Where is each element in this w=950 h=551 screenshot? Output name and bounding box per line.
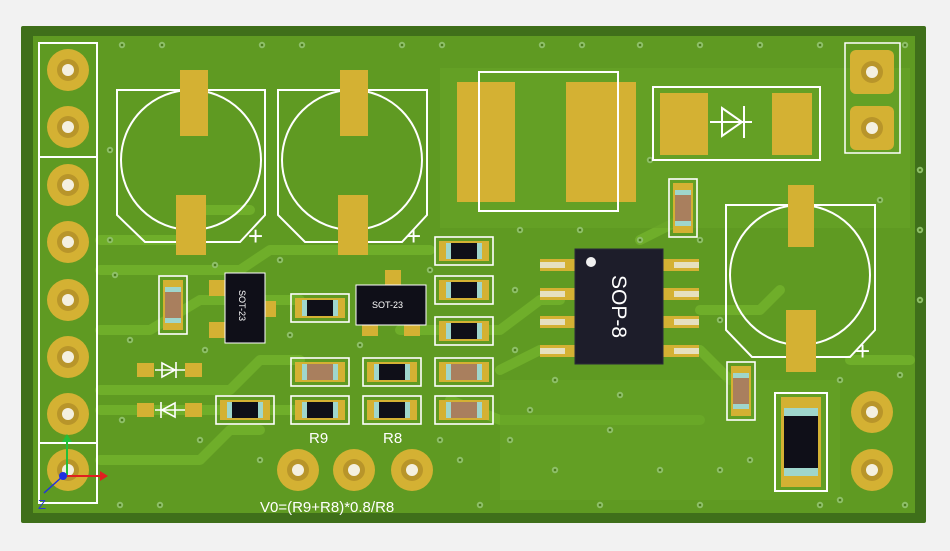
cap-c2: [277, 70, 428, 255]
diode-d1: [652, 86, 821, 161]
header-pin-2: [47, 106, 89, 148]
res-smd-2: [434, 395, 494, 425]
cap-c2-plus: +: [406, 221, 421, 251]
cap-c1: [116, 70, 266, 255]
output-pin-3: [391, 449, 433, 491]
cap-smd-6: [215, 395, 275, 425]
header-pin-5: [47, 279, 89, 321]
output-pin-2: [333, 449, 375, 491]
vias: [106, 41, 924, 509]
header-pin-7: [47, 393, 89, 435]
cap-smd-4: [434, 316, 494, 346]
bottom-right-pin-2: [851, 449, 893, 491]
diode-d3: [137, 401, 202, 419]
top-right-pin-2: [850, 106, 894, 150]
sot23-right-label: SOT-23: [372, 300, 403, 310]
cap-smd-2: [434, 236, 494, 266]
output-pins: [277, 449, 433, 491]
ic-sot23-left: [209, 272, 276, 344]
label-r8: R8: [383, 430, 402, 447]
cap-c4: [774, 392, 828, 492]
formula-text: V0=(R9+R8)*0.8/R8: [260, 499, 394, 516]
ic-sop8: [540, 248, 699, 365]
sot23-left-label: SOT-23: [237, 290, 247, 321]
header-outline: [38, 42, 98, 504]
connector-bottom-right-pins: [851, 391, 893, 491]
res-smd-3: [290, 357, 350, 387]
top-right-pin-1: [850, 50, 894, 94]
header-pin-1: [47, 49, 89, 91]
inductor: [457, 71, 636, 212]
res-smd-5: [668, 178, 698, 238]
res-smd-6: [726, 361, 756, 421]
res-r8: [362, 395, 422, 425]
header-pins: [47, 49, 89, 491]
cap-c1-plus: +: [248, 221, 263, 251]
passive-components: [158, 178, 756, 425]
axis-gizmo: [43, 434, 108, 494]
label-r9: R9: [309, 430, 328, 447]
cap-c3: [725, 185, 876, 372]
diode-d2: [137, 361, 202, 379]
cap-smd-5: [362, 357, 422, 387]
res-r9: [290, 395, 350, 425]
header-pin-3: [47, 164, 89, 206]
connector-top-right-pins: [850, 50, 894, 150]
header-pin-6: [47, 336, 89, 378]
cap-c3-plus: +: [855, 336, 870, 366]
connector-top-right-outline: [844, 42, 901, 154]
bottom-right-pin-1: [851, 391, 893, 433]
cap-smd-3: [434, 275, 494, 305]
ic-sot23-right: [355, 270, 427, 336]
output-pin-1: [277, 449, 319, 491]
header-pin-4: [47, 221, 89, 263]
res-smd-1: [434, 357, 494, 387]
sop8-label: SOP-8: [607, 275, 630, 338]
res-smd-4: [158, 275, 188, 335]
cap-smd-1: [290, 293, 350, 323]
axis-z-label: Z: [38, 497, 46, 512]
